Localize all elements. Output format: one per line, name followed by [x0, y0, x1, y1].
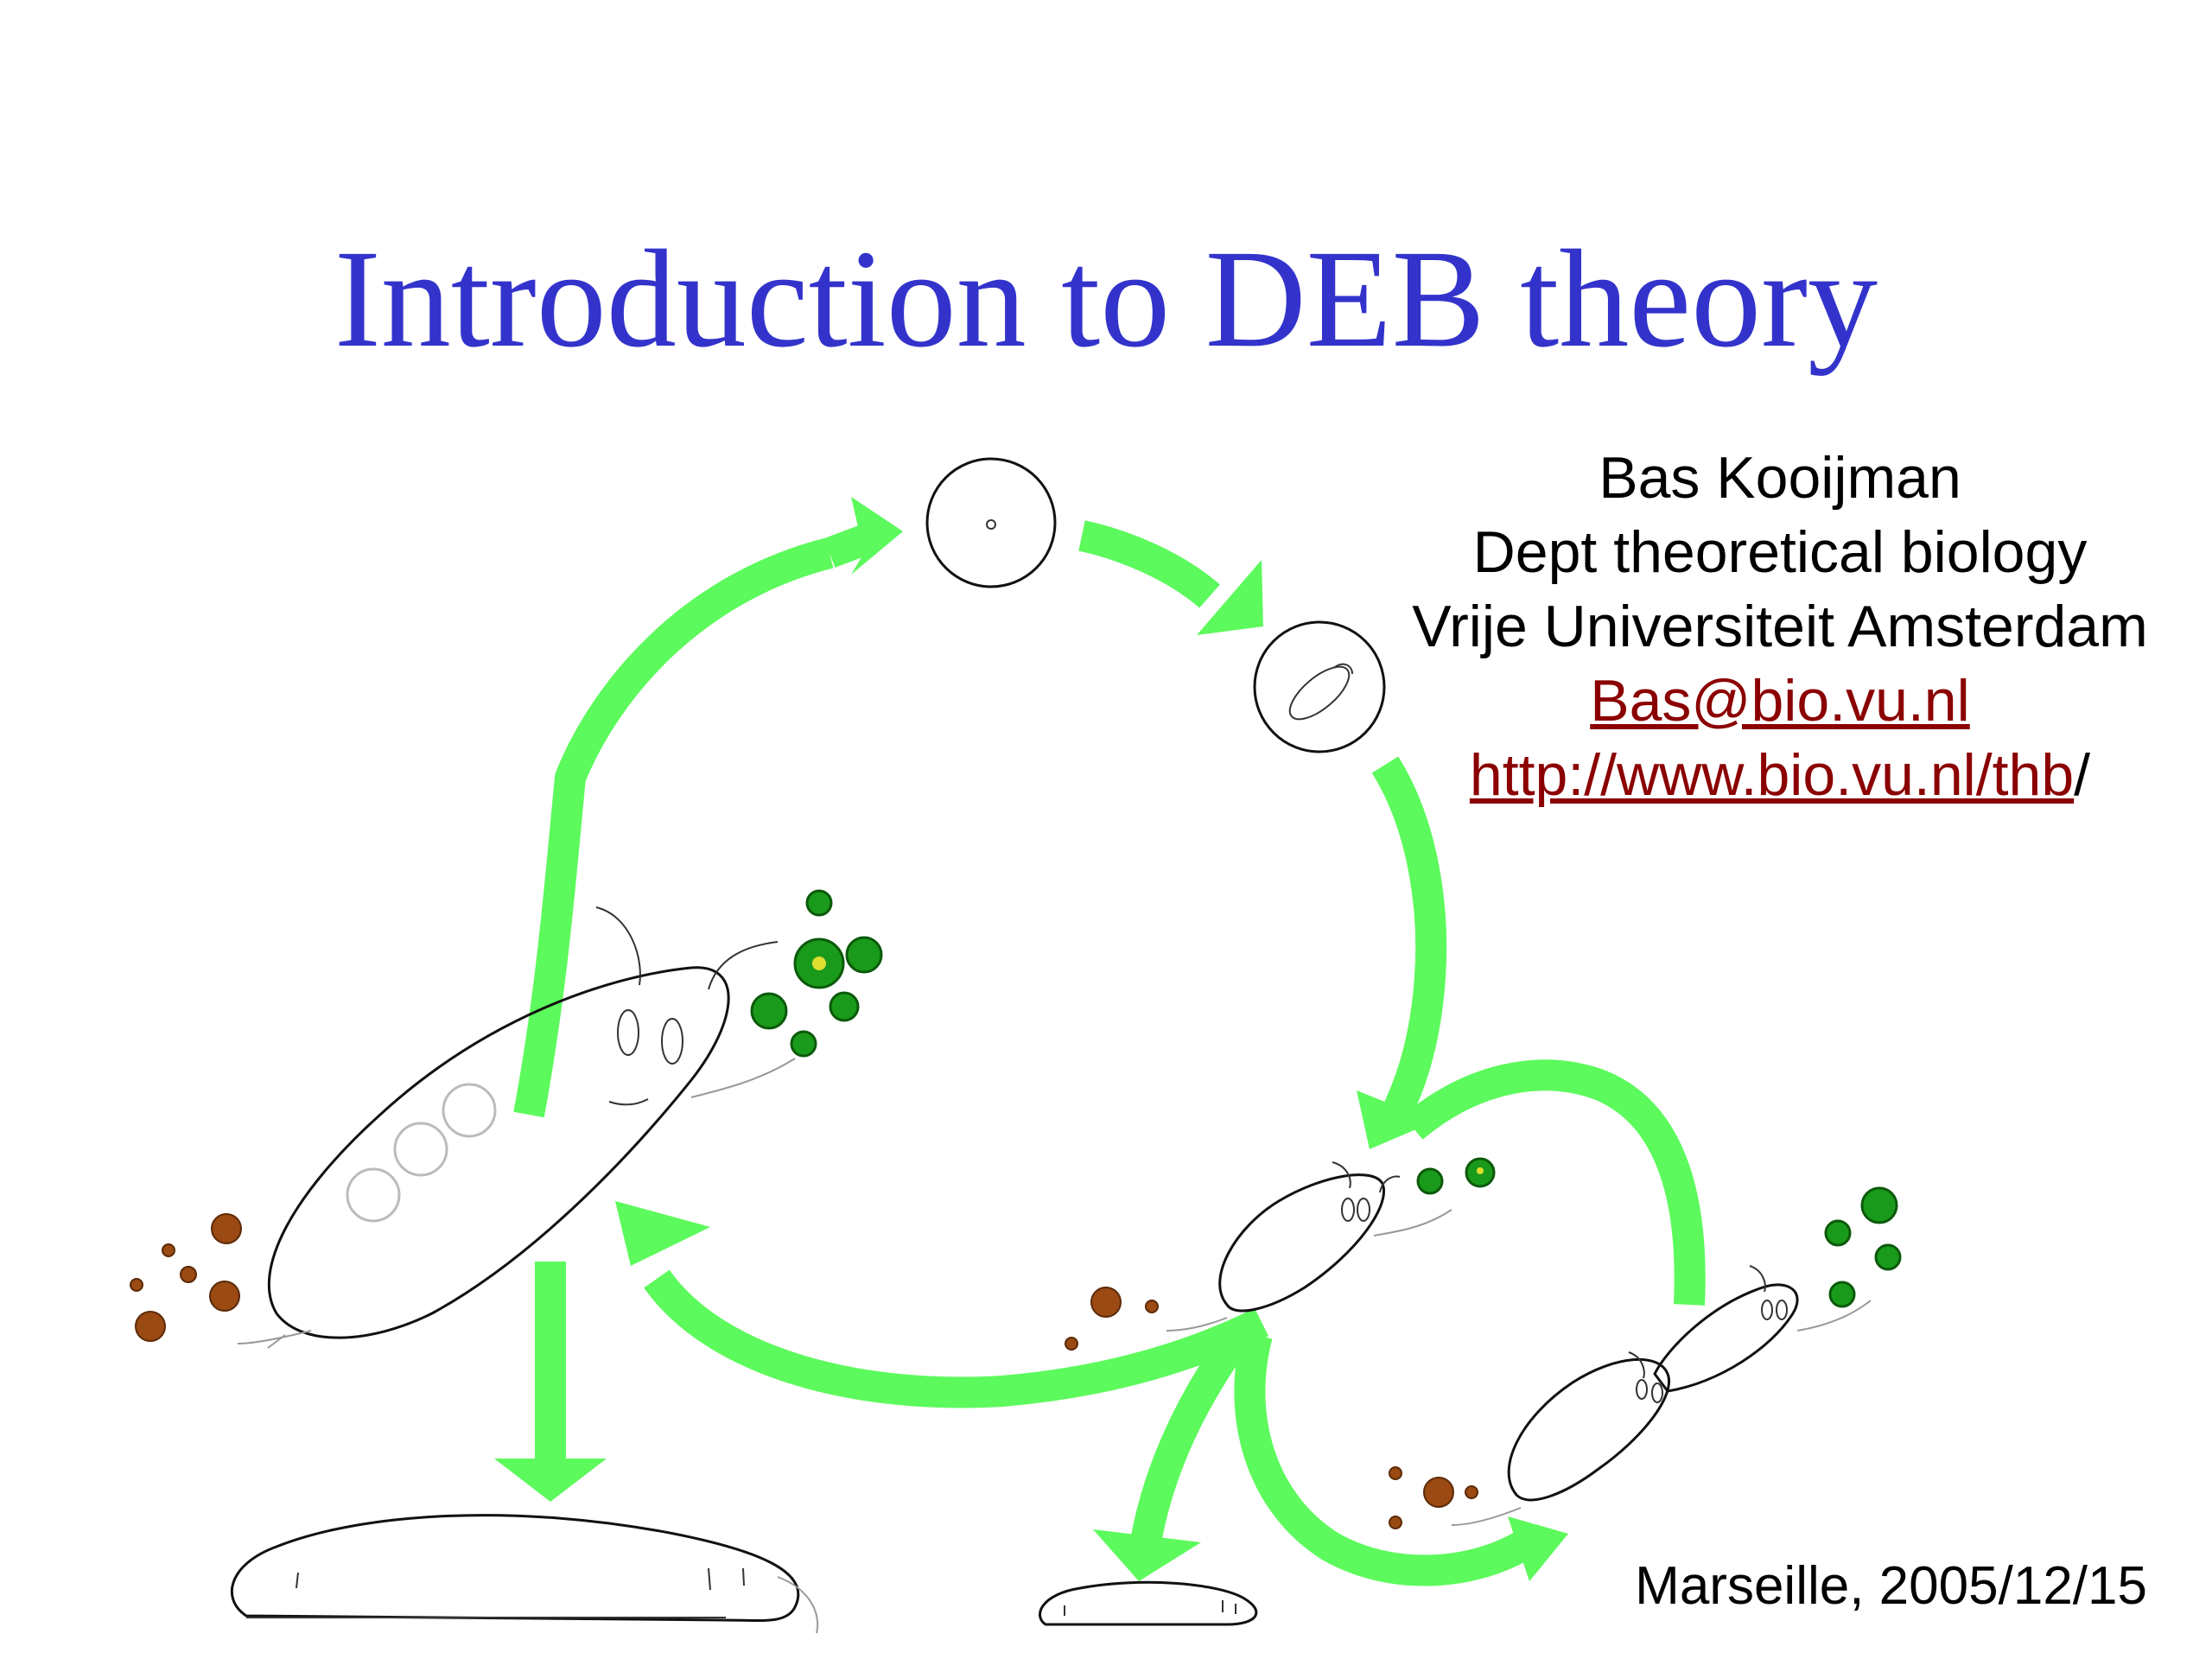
slide-title: Introduction to DEB theory — [334, 222, 1878, 377]
arrow-head-dead-adult — [494, 1459, 607, 1502]
arrow-juvenile-to-dead — [1129, 1330, 1249, 1549]
arrow-head-juvenile — [1357, 1090, 1434, 1149]
arrow-adult-to-egg — [513, 537, 834, 1118]
arrow-juvenile-to-dividing — [1402, 1059, 1706, 1306]
author-institution: Vrije Universiteit Amsterdam — [1412, 594, 2148, 659]
arrow-juvenile-to-adult — [644, 1269, 1269, 1408]
egg — [925, 457, 1057, 588]
website-link[interactable]: http://www.bio.vu.nl/thb — [1469, 742, 2075, 808]
feces-particles-adult — [130, 1213, 242, 1342]
feces-particles-juvenile — [1065, 1287, 1159, 1351]
author-block: Bas Kooijman Dept theoretical biology Vr… — [1374, 441, 2186, 812]
footer-date-location: Marseille, 2005/12/15 — [1635, 1556, 2147, 1616]
embryo-egg — [1253, 620, 1386, 753]
author-name: Bas Kooijman — [1599, 445, 1961, 511]
arrow-juvenile-to-pair — [1234, 1331, 1543, 1586]
daphnia-adult — [237, 906, 796, 1349]
arrow-head-embryo — [1197, 560, 1263, 635]
food-particles-juvenile — [1416, 1157, 1496, 1195]
website-link-suffix: / — [2074, 742, 2091, 808]
arrow-embryo-to-juvenile — [1371, 756, 1447, 1122]
daphnia-juvenile — [1166, 1161, 1452, 1332]
arrow-head-adult — [615, 1201, 710, 1266]
dead-juvenile — [1039, 1580, 1258, 1626]
food-particles-adult — [750, 889, 883, 1058]
author-department: Dept theoretical biology — [1472, 519, 2088, 585]
email-link[interactable]: Bas@bio.vu.nl — [1590, 668, 1970, 734]
dead-adult — [231, 1514, 819, 1634]
arrow-egg-to-embryo — [1078, 520, 1220, 608]
feces-particles-pair — [1389, 1466, 1478, 1529]
lifecycle-arrows — [494, 497, 1706, 1586]
arrow-head-dead-juvenile — [1093, 1529, 1201, 1581]
food-particles-pair — [1824, 1186, 1902, 1308]
arrow-head-pair — [1508, 1516, 1568, 1581]
daphnia-dividing-pair — [1451, 1265, 1872, 1526]
